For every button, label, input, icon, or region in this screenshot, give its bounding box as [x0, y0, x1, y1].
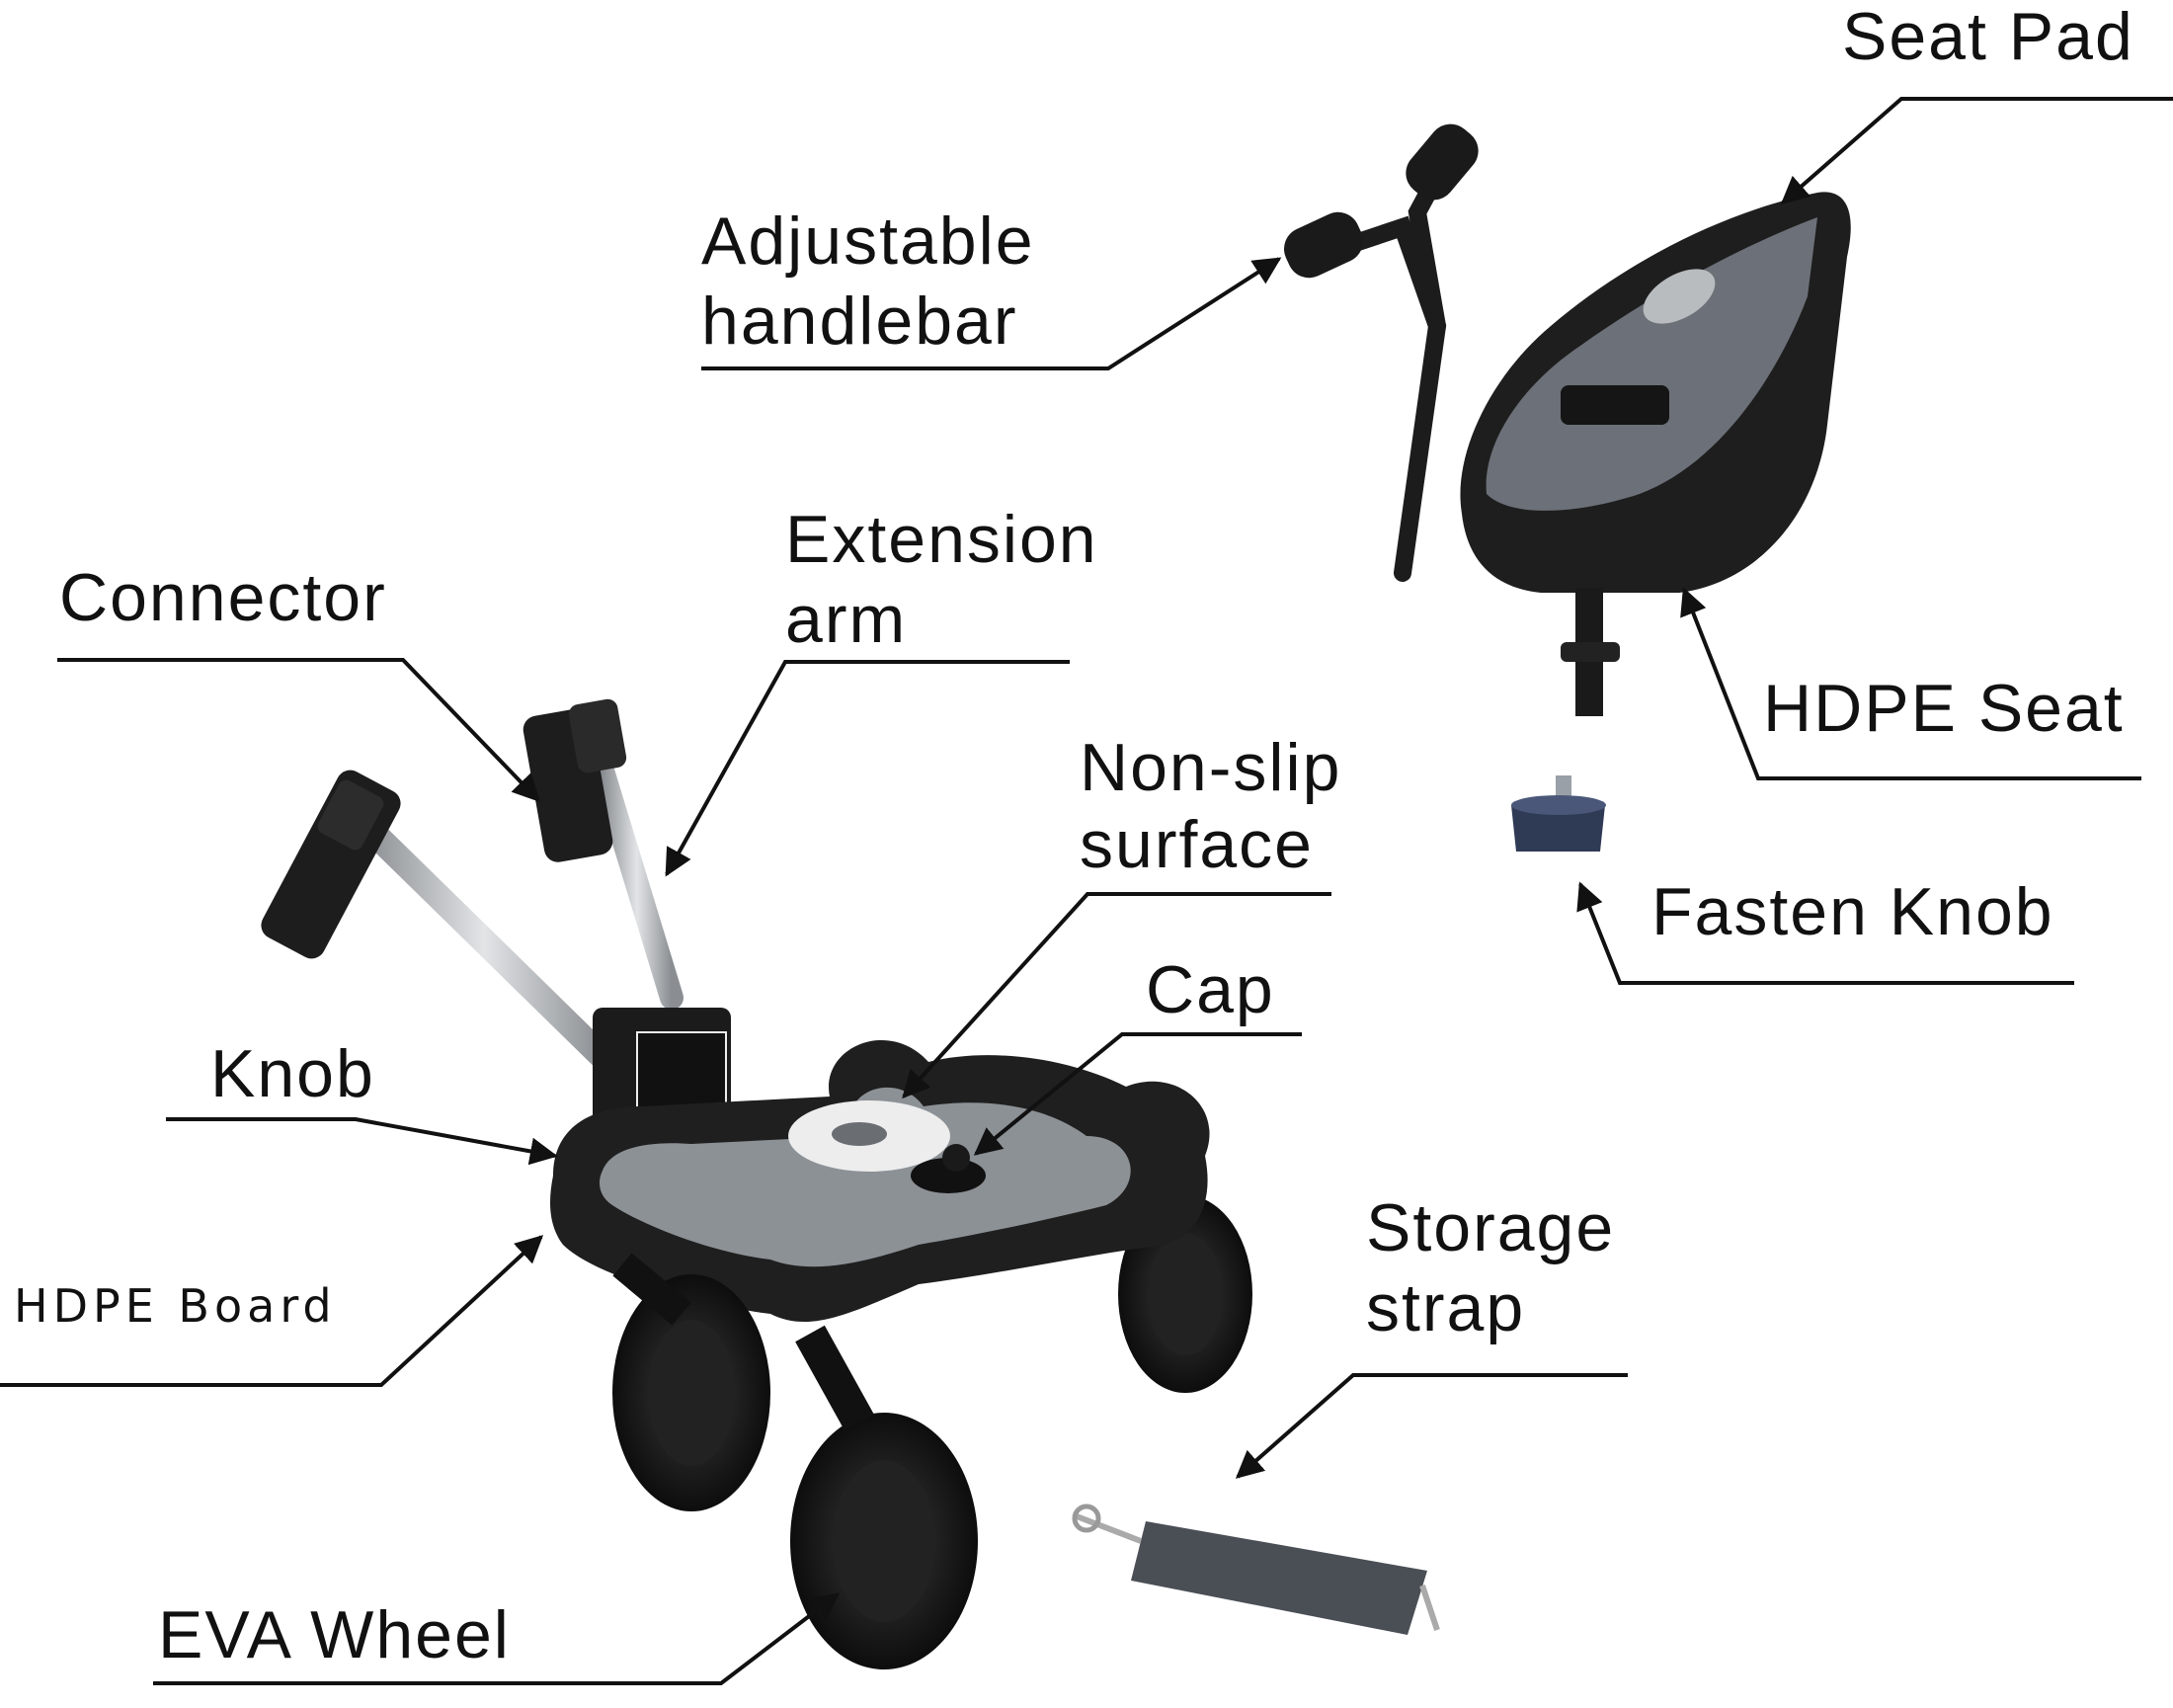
connector-leader: [57, 658, 540, 803]
label-fasten-knob: Fasten Knob: [1651, 874, 2054, 949]
label-storage-strap-line1: Storage: [1366, 1190, 1616, 1265]
leader-lines: [0, 97, 2173, 1685]
hdpe-board-leader: [0, 1235, 544, 1387]
label-non-slip-line2: surface: [1080, 807, 1314, 882]
label-hdpe-board: HDPE Board: [14, 1279, 337, 1333]
label-cap: Cap: [1146, 952, 1275, 1027]
label-extension-arm-line2: arm: [785, 582, 908, 657]
handlebar-leader: [701, 257, 1282, 370]
label-connector: Connector: [59, 560, 387, 635]
label-handlebar-line2: handlebar: [701, 284, 1018, 359]
label-hdpe-seat: HDPE Seat: [1763, 671, 2125, 746]
eva-wheel-leader: [153, 1592, 841, 1685]
label-knob: Knob: [210, 1036, 375, 1111]
label-storage-strap-line2: strap: [1366, 1270, 1526, 1345]
storage-strap-illustration: [1072, 1504, 1440, 1635]
label-handlebar-line1: Adjustable: [701, 203, 1035, 279]
cap-leader: [973, 1032, 1302, 1156]
label-eva-wheel: EVA Wheel: [158, 1597, 511, 1672]
knob-leader: [166, 1117, 558, 1166]
seat-pad-leader: [1780, 97, 2173, 204]
fasten-knob-leader: [1576, 881, 2074, 985]
label-non-slip-line1: Non-slip: [1080, 730, 1342, 805]
seat-unit-illustration: [1283, 123, 1851, 716]
label-seat-pad: Seat Pad: [1842, 0, 2134, 74]
hdpe-seat-leader: [1680, 587, 2141, 780]
storage-strap-leader: [1235, 1373, 1628, 1479]
extension-arm-leader: [665, 660, 1070, 877]
non-slip-leader: [902, 892, 1331, 1099]
label-extension-arm-line1: Extension: [785, 502, 1098, 577]
fasten-knob-illustration: [1511, 775, 1606, 852]
board-unit-illustration: [261, 698, 1252, 1669]
